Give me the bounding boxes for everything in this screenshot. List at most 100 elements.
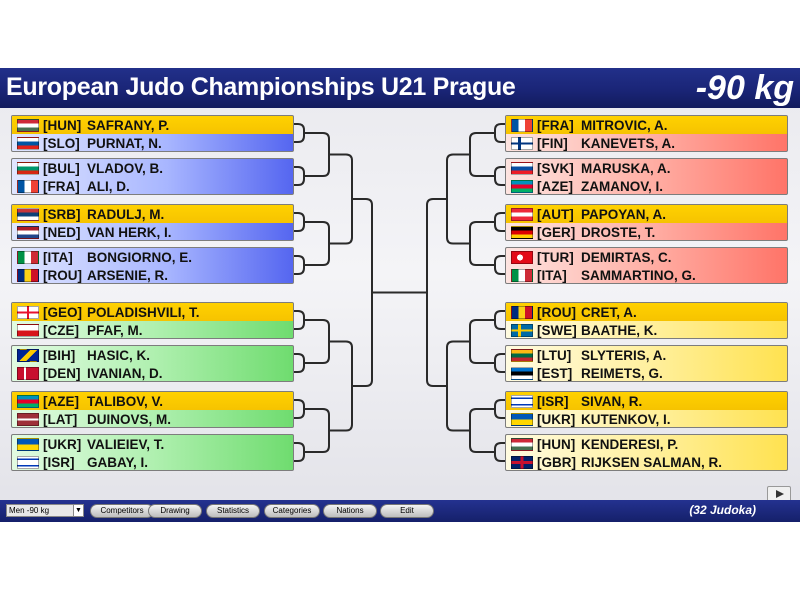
nation-code: [GER] <box>537 224 576 240</box>
nation-code: [ISR] <box>43 454 75 470</box>
bout-pair[interactable]: [FRA]MITROVIC, A.[FIN]KANEVETS, A. <box>505 115 788 152</box>
nation-code: [AZE] <box>537 178 573 194</box>
nation-code: [TUR] <box>537 249 574 265</box>
bout-pair[interactable]: [HUN] KENDERESI, P.[GBR]RIJKSEN SALMAN, R… <box>505 434 788 471</box>
competitor-name: KENDERESI, P. <box>581 436 679 452</box>
competitors-button[interactable]: Competitors <box>90 504 154 518</box>
fra-flag-icon <box>511 118 533 132</box>
competitor-row[interactable]: [AUT]PAPOYAN, A. <box>506 205 787 223</box>
bout-pair[interactable]: [ISR]SIVAN, R.[UKR]KUTENKOV, I. <box>505 391 788 428</box>
drawing-button[interactable]: Drawing <box>148 504 202 518</box>
competitor-row[interactable]: [GBR]RIJKSEN SALMAN, R. <box>506 453 787 470</box>
competitor-row[interactable]: [BIH] HASIC, K. <box>12 346 293 364</box>
competitor-row[interactable]: [SRB]RADULJ, M. <box>12 205 293 223</box>
srb-flag-icon <box>17 207 39 221</box>
bracket-connector <box>304 319 330 364</box>
competitor-row[interactable]: [CZE]PFAF, M. <box>12 321 293 338</box>
bracket-connector <box>294 353 305 373</box>
bout-pair[interactable]: [AZE]TALIBOV, V.[LAT]DUINOVS, M. <box>11 391 294 428</box>
cze-flag-icon <box>17 323 39 337</box>
aut-flag-icon <box>511 207 533 221</box>
competitor-name: VALIEIEV, T. <box>87 436 165 452</box>
nation-code: [BUL] <box>43 160 80 176</box>
competitor-name: VLADOV, B. <box>87 160 164 176</box>
nation-code: [LAT] <box>43 411 78 427</box>
bout-pair[interactable]: [AUT]PAPOYAN, A.[GER]DROSTE, T. <box>505 204 788 241</box>
competitor-name: KUTENKOV, I. <box>581 411 671 427</box>
category-select[interactable]: Men -90 kg ▼ <box>6 504 84 517</box>
bracket-connector <box>469 408 495 453</box>
bracket-connector <box>426 198 447 387</box>
bracket-connector <box>329 153 353 245</box>
bout-pair[interactable]: [LTU]SLYTERIS, A.[EST]REIMETS, G. <box>505 345 788 382</box>
hun-flag-icon <box>17 118 39 132</box>
video-play-icon[interactable] <box>767 486 791 502</box>
competitor-row[interactable]: [DEN]IVANIAN, D. <box>12 364 293 381</box>
ltu-flag-icon <box>511 348 533 362</box>
categories-button[interactable]: Categories <box>264 504 320 518</box>
bout-pair[interactable]: [TUR]DEMIRTAS, C.[ITA]SAMMARTINO, G. <box>505 247 788 284</box>
statistics-button[interactable]: Statistics <box>206 504 260 518</box>
competitor-row[interactable]: [GER]DROSTE, T. <box>506 223 787 240</box>
competitor-row[interactable]: [BUL] VLADOV, B. <box>12 159 293 177</box>
bout-pair[interactable]: [ITA]BONGIORNO, E.[ROU]ARSENIE, R. <box>11 247 294 284</box>
competitor-row[interactable]: [SVK]MARUSKA, A. <box>506 159 787 177</box>
bout-pair[interactable]: [SRB]RADULJ, M.[NED]VAN HERK, I. <box>11 204 294 241</box>
bout-pair[interactable]: [UKR]VALIEIEV, T.[ISR]GABAY, I. <box>11 434 294 471</box>
nations-button[interactable]: Nations <box>323 504 377 518</box>
nation-code: [BIH] <box>43 347 76 363</box>
competitor-name: CRET, A. <box>581 304 637 320</box>
competitor-row[interactable]: [TUR]DEMIRTAS, C. <box>506 248 787 266</box>
competitor-row[interactable]: [LTU]SLYTERIS, A. <box>506 346 787 364</box>
bout-pair[interactable]: [BUL] VLADOV, B.[FRA]ALI, D. <box>11 158 294 195</box>
competitor-row[interactable]: [NED]VAN HERK, I. <box>12 223 293 240</box>
competitor-row[interactable]: [LAT]DUINOVS, M. <box>12 410 293 427</box>
nation-code: [EST] <box>537 365 573 381</box>
footer-toolbar: Men -90 kg ▼ Competitors Drawing Statist… <box>0 500 800 522</box>
competitor-row[interactable]: [ROU]ARSENIE, R. <box>12 266 293 283</box>
competitor-row[interactable]: [FRA]MITROVIC, A. <box>506 116 787 134</box>
competitor-row[interactable]: [FRA]ALI, D. <box>12 177 293 194</box>
nation-code: [SRB] <box>43 206 81 222</box>
bout-pair[interactable]: [GEO]POLADISHVILI, T.[CZE]PFAF, M. <box>11 302 294 339</box>
competitor-name: ALI, D. <box>87 178 130 194</box>
bout-pair[interactable]: [SVK]MARUSKA, A.[AZE]ZAMANOV, I. <box>505 158 788 195</box>
competitor-row[interactable]: [ISR]GABAY, I. <box>12 453 293 470</box>
competitor-name: HASIC, K. <box>87 347 151 363</box>
bracket-connector <box>494 399 505 419</box>
bout-pair[interactable]: [ROU]CRET, A.[SWE]BAATHE, K. <box>505 302 788 339</box>
competitor-row[interactable]: [ISR]SIVAN, R. <box>506 392 787 410</box>
ned-flag-icon <box>17 225 39 239</box>
bracket-connector <box>294 166 305 186</box>
competitor-row[interactable]: [ITA]BONGIORNO, E. <box>12 248 293 266</box>
competitor-row[interactable]: [FIN]KANEVETS, A. <box>506 134 787 151</box>
header-bar: European Judo Championships U21 Prague -… <box>0 68 800 108</box>
competitor-row[interactable]: [HUN]SAFRANY, P. <box>12 116 293 134</box>
nation-code: [ITA] <box>43 249 73 265</box>
competitor-name: SLYTERIS, A. <box>581 347 667 363</box>
competitor-row[interactable]: [ITA]SAMMARTINO, G. <box>506 266 787 283</box>
nation-code: [HUN] <box>537 436 576 452</box>
competitor-row[interactable]: [SLO]PURNAT, N. <box>12 134 293 151</box>
competitor-row[interactable]: [EST]REIMETS, G. <box>506 364 787 381</box>
competitor-name: PAPOYAN, A. <box>581 206 667 222</box>
competitor-row[interactable]: [AZE]TALIBOV, V. <box>12 392 293 410</box>
bracket-connector <box>494 353 505 373</box>
competitor-row[interactable]: [HUN] KENDERESI, P. <box>506 435 787 453</box>
competitor-row[interactable]: [UKR]VALIEIEV, T. <box>12 435 293 453</box>
bracket-connector <box>294 310 305 330</box>
bracket-connector <box>446 153 470 245</box>
bul-flag-icon <box>17 161 39 175</box>
edit-button[interactable]: Edit <box>380 504 434 518</box>
chevron-down-icon[interactable]: ▼ <box>73 505 83 516</box>
competitor-row[interactable]: [ROU]CRET, A. <box>506 303 787 321</box>
competitor-row[interactable]: [AZE]ZAMANOV, I. <box>506 177 787 194</box>
bout-pair[interactable]: [HUN]SAFRANY, P.[SLO]PURNAT, N. <box>11 115 294 152</box>
competitor-row[interactable]: [GEO]POLADISHVILI, T. <box>12 303 293 321</box>
bout-pair[interactable]: [BIH] HASIC, K.[DEN]IVANIAN, D. <box>11 345 294 382</box>
slo-flag-icon <box>17 136 39 150</box>
competitor-name: PURNAT, N. <box>87 135 162 151</box>
competitor-name: MITROVIC, A. <box>581 117 668 133</box>
competitor-row[interactable]: [UKR]KUTENKOV, I. <box>506 410 787 427</box>
competitor-row[interactable]: [SWE]BAATHE, K. <box>506 321 787 338</box>
